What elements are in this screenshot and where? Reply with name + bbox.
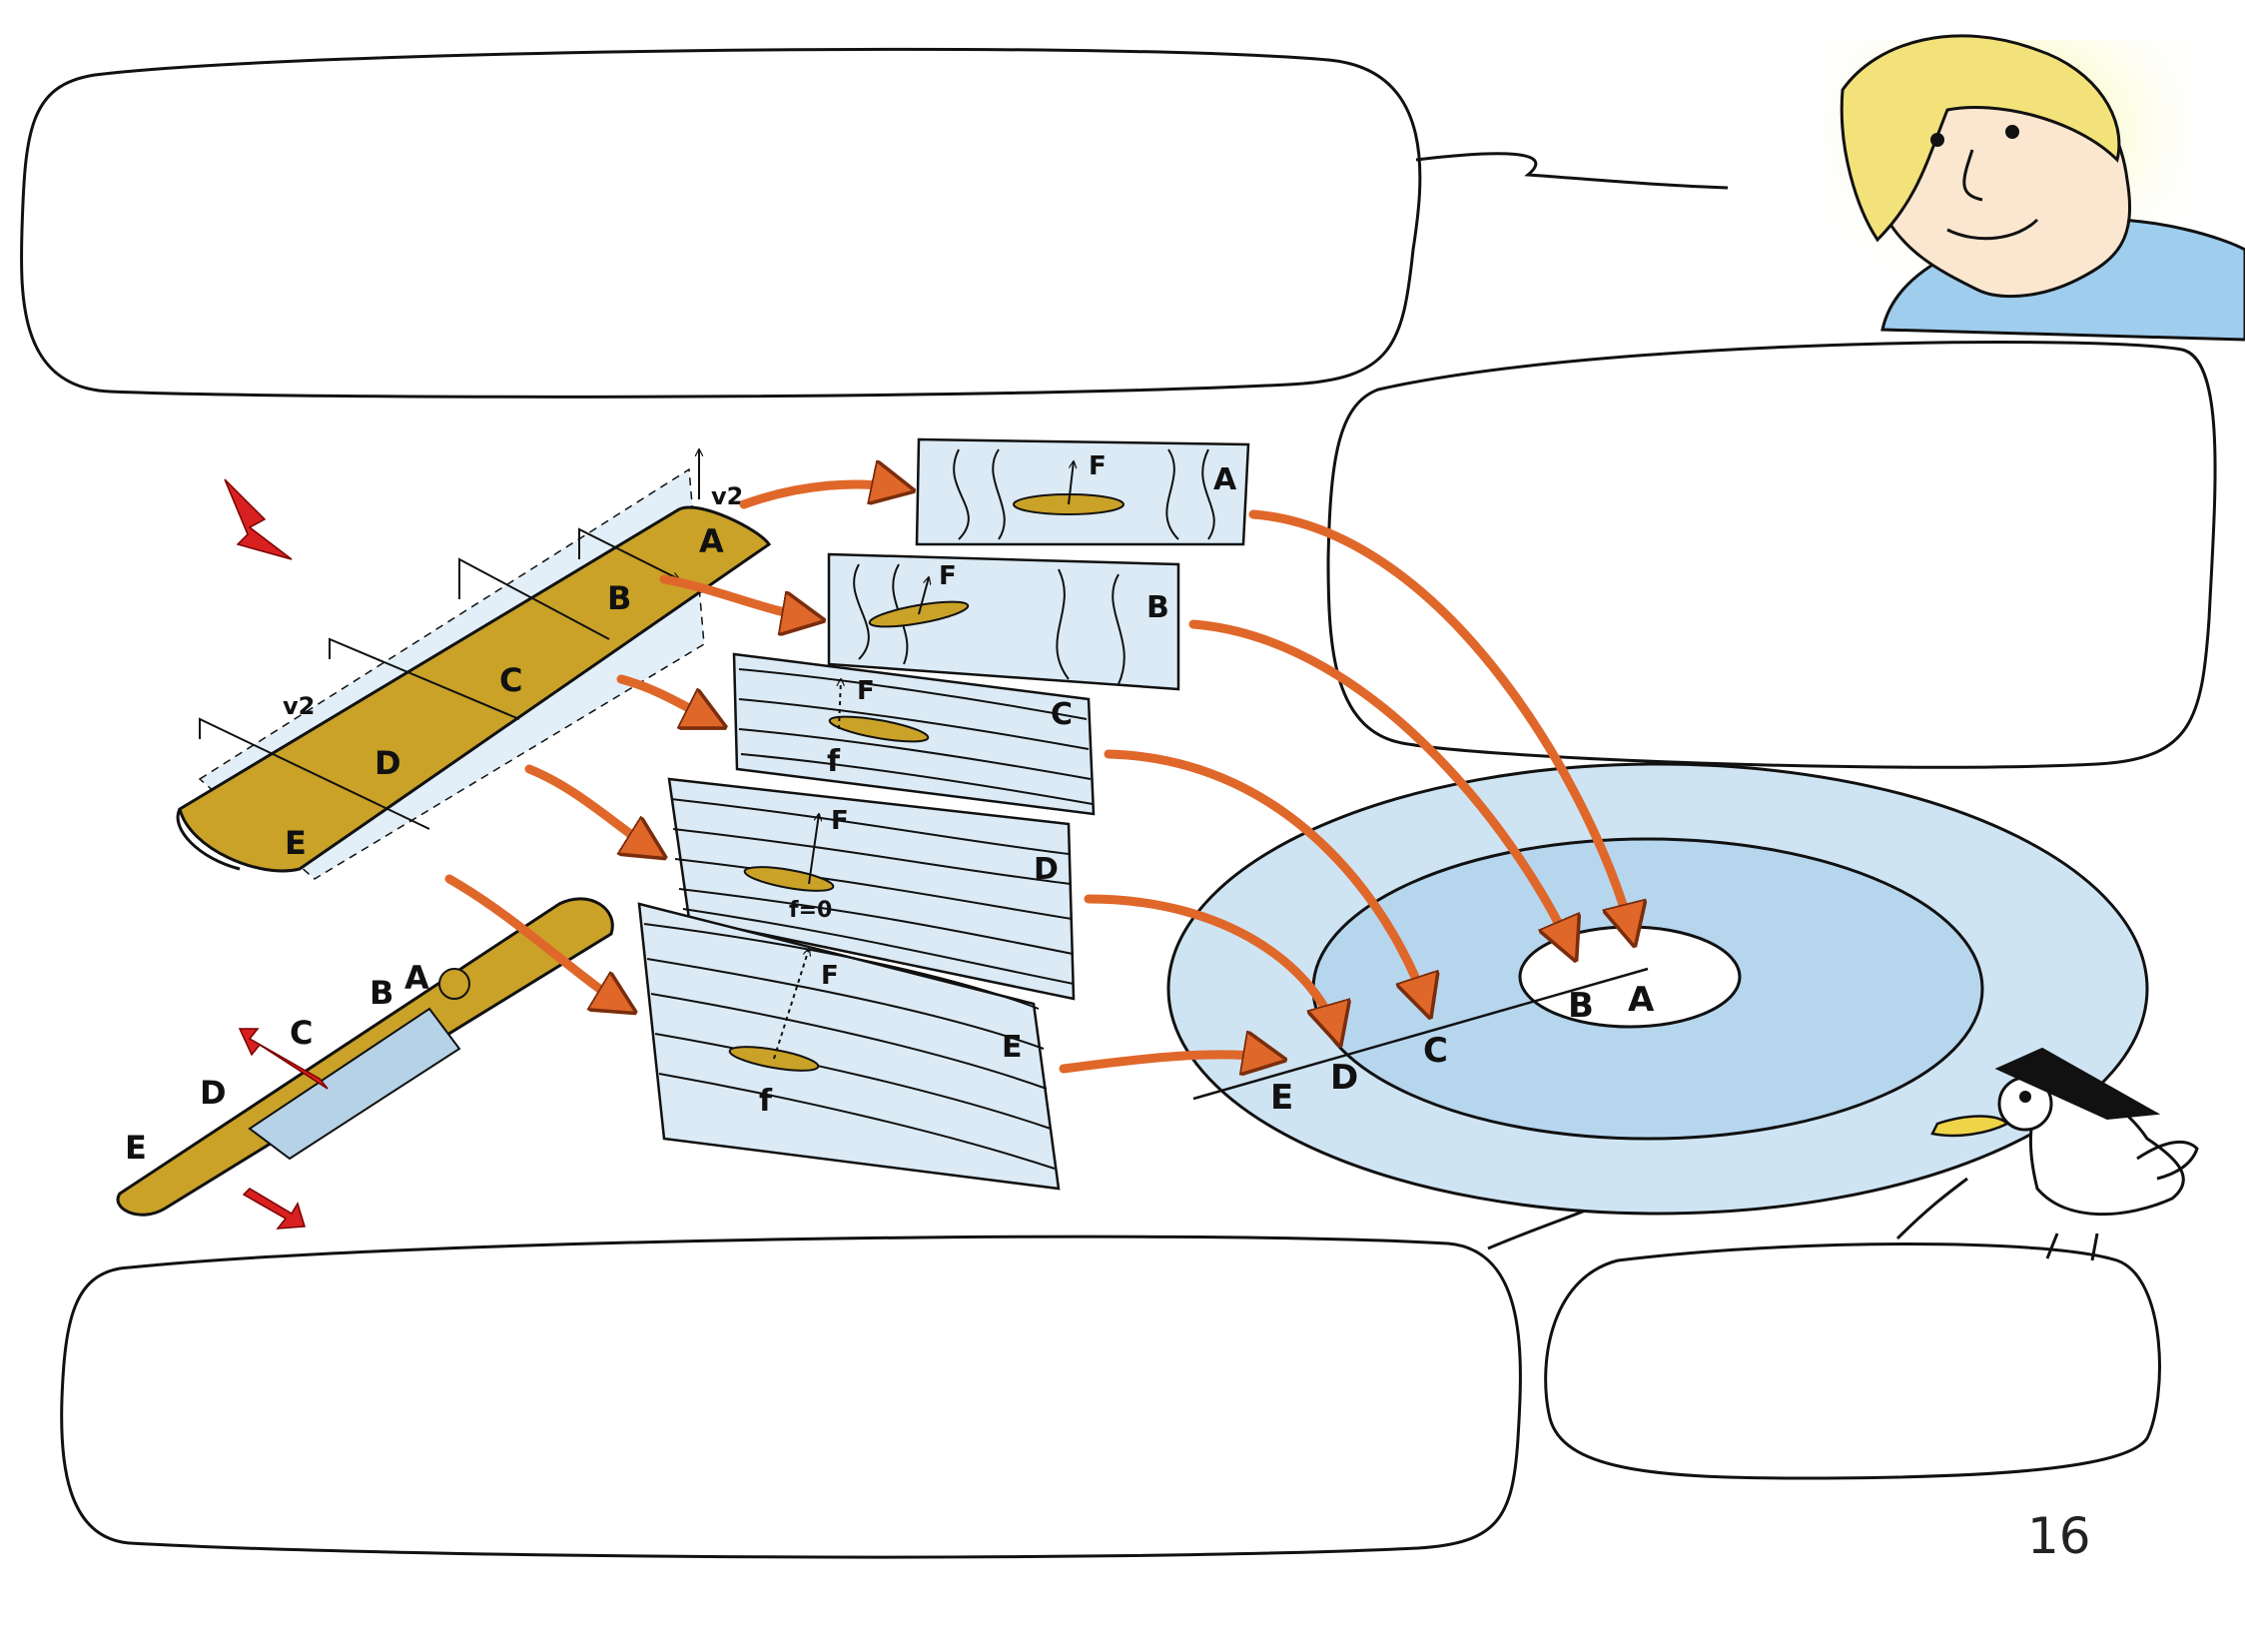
side-label-a: A (404, 959, 429, 997)
disk-label-c: C (1423, 1031, 1448, 1071)
wing-label-b: B (607, 579, 631, 617)
panel-a-force-label: F (1089, 451, 1107, 481)
wing-label-c: C (499, 661, 522, 699)
velocity-vectors (199, 449, 699, 830)
panel-d-force-label: F (831, 806, 849, 836)
speech-bubble-right (1326, 341, 2217, 769)
speech-bubble-bottom-left (60, 1145, 1799, 1559)
disk-label-a: A (1628, 980, 1655, 1020)
velocity-label-top: v2 (711, 482, 743, 510)
panel-b-force-label: F (939, 561, 957, 591)
professor-bird (1930, 1047, 2199, 1261)
wing-label-d: D (374, 744, 401, 782)
speech-bubble-bottom-right (1544, 1177, 2161, 1480)
panel-e-drag-label: f (759, 1084, 773, 1119)
panel-c-force-label: F (857, 676, 875, 706)
panel-c-drag-label: f (827, 744, 841, 779)
page-number: 16 (2027, 1507, 2091, 1565)
wing-label-a: A (699, 522, 724, 560)
character-portrait (1818, 34, 2245, 342)
panel-e-section-label: E (1002, 1030, 1023, 1065)
disk-label-b: B (1568, 986, 1594, 1026)
side-label-d: D (200, 1074, 227, 1112)
panel-c: F f C (732, 652, 1096, 816)
panel-b: F B (827, 552, 1180, 691)
flow-arrows (444, 484, 1633, 1069)
panel-d: F f=0 D (667, 777, 1076, 1001)
disk-label-e: E (1270, 1078, 1293, 1118)
side-label-c: C (290, 1014, 313, 1052)
red-arrow-down-icon (242, 1188, 306, 1230)
panel-d-section-label: D (1034, 852, 1059, 887)
speech-bubble-top (20, 47, 1729, 399)
side-label-b: B (370, 974, 393, 1012)
panel-c-section-label: C (1051, 697, 1073, 732)
wing-perspective: v2 v2 A B C D E (176, 449, 772, 880)
panel-e: F f E (637, 902, 1061, 1191)
red-arrow-icon (224, 478, 293, 560)
panel-a: F A (915, 437, 1250, 546)
rotor-disk: B A C D E (1166, 762, 2149, 1216)
panel-a-section-label: A (1213, 462, 1237, 497)
disk-label-d: D (1330, 1058, 1358, 1098)
wing-label-e: E (285, 824, 307, 862)
red-arrow-up-icon (238, 1028, 329, 1090)
panel-b-section-label: B (1146, 590, 1169, 625)
side-label-e: E (125, 1129, 147, 1167)
wing-side-view: E D C B A (116, 897, 614, 1230)
velocity-label-mid: v2 (283, 692, 315, 720)
panel-e-force-label: F (821, 961, 839, 991)
panel-d-drag-label: f=0 (789, 898, 832, 923)
